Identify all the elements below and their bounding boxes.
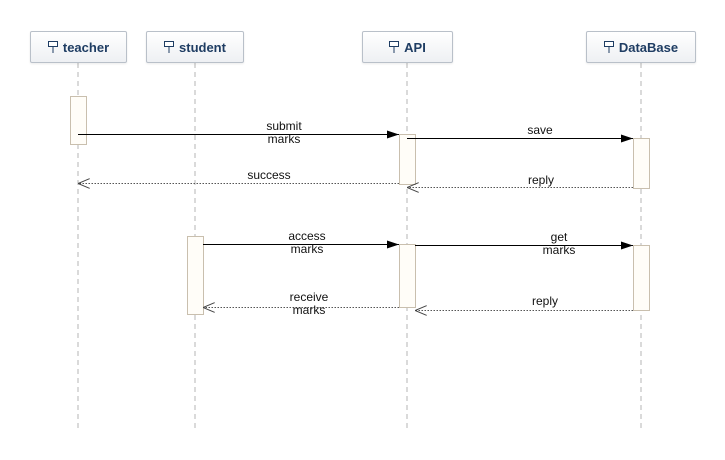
participant-label: teacher (62, 39, 110, 55)
participant-api[interactable]: API (362, 31, 453, 63)
participant-label: student (179, 39, 226, 55)
message-label-line: reply (531, 294, 559, 308)
message-label-access-marks: access marks (288, 230, 325, 256)
participant-teacher[interactable]: teacher (30, 31, 127, 63)
activation-api-1 (399, 134, 416, 185)
message-label-line: get (550, 230, 568, 244)
lifeline-icon (164, 41, 175, 53)
lifeline-icon (47, 41, 58, 53)
message-label-success: success (247, 169, 290, 182)
message-label-line: marks (290, 242, 324, 256)
message-label-line: submit (266, 119, 302, 133)
message-label-line: marks (267, 132, 301, 146)
message-label-reply-2: reply (532, 295, 558, 308)
participant-database[interactable]: DataBase (586, 31, 696, 63)
message-label-line: success (247, 168, 291, 182)
participant-student[interactable]: student (146, 31, 244, 63)
message-label-line: receive (289, 290, 329, 304)
message-label-save: save (527, 124, 552, 137)
messages (78, 130, 633, 311)
activation-database-1 (633, 138, 650, 189)
message-label-receive-marks: receive marks (290, 291, 329, 317)
activation-bars (70, 96, 650, 315)
lifeline-icon (603, 41, 614, 53)
message-label-submit-marks: submit marks (266, 120, 301, 146)
participant-label: API (404, 39, 426, 55)
message-label-reply-1: reply (528, 174, 554, 187)
activation-student (187, 236, 204, 315)
participant-label: DataBase (618, 39, 679, 55)
activation-api-2 (399, 244, 416, 308)
activation-database-2 (633, 245, 650, 311)
message-label-get-marks: get marks (543, 231, 576, 257)
message-label-line: reply (527, 173, 555, 187)
message-label-line: marks (292, 303, 326, 317)
activation-teacher (70, 96, 87, 145)
message-label-line: marks (542, 243, 576, 257)
message-label-line: save (527, 123, 553, 137)
message-label-line: access (288, 229, 326, 243)
lifeline-icon (389, 41, 400, 53)
